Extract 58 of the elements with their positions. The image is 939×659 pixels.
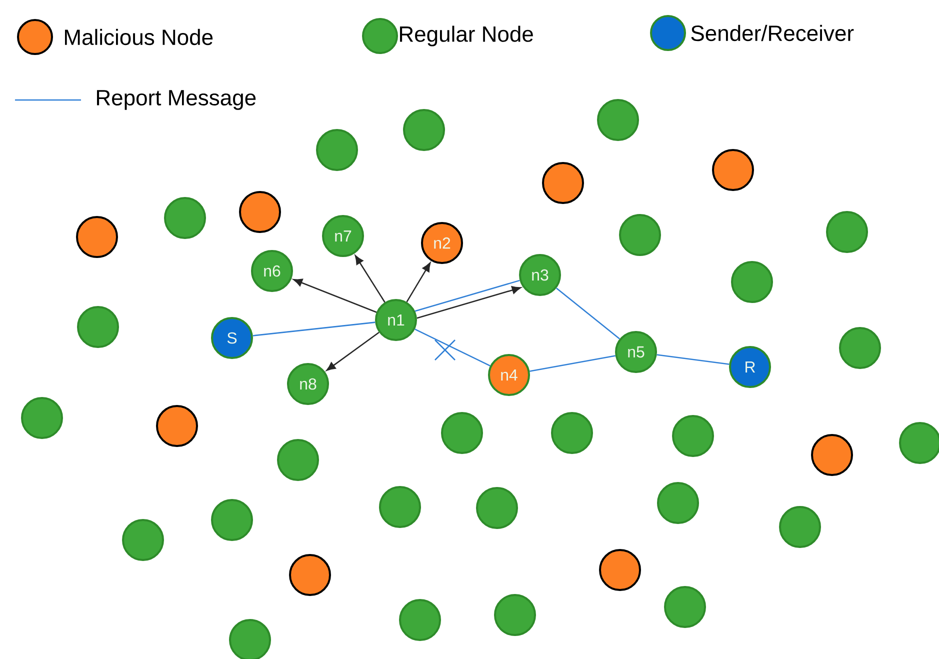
network-node [672,415,714,457]
network-node [731,261,773,303]
connector-line [530,355,616,372]
network-node [316,129,358,171]
network-node [229,619,271,659]
connector-line [414,328,490,366]
network-node [599,549,641,591]
network-node [811,434,853,476]
network-node [21,397,63,439]
network-node [76,216,118,258]
connector-line [414,280,520,312]
connector-line [556,288,620,340]
network-node: n5 [615,331,657,373]
network-node [826,211,868,253]
network-node [779,506,821,548]
arrow [354,255,386,303]
network-node [712,149,754,191]
network-node: R [729,346,771,388]
arrow [416,286,522,319]
network-node: n8 [287,363,329,405]
network-node [239,191,281,233]
connector-line [252,322,376,336]
network-node [403,109,445,151]
network-node: n2 [421,222,463,264]
legend-label: Malicious Node [65,28,213,46]
arrow [293,278,377,313]
network-node [379,486,421,528]
network-node [441,412,483,454]
network-node [156,405,198,447]
legend-label: Report Message [97,90,256,110]
network-node [77,306,119,348]
network-node: n4 [488,354,530,396]
network-node [122,519,164,561]
network-node [899,422,939,464]
connector-line [656,354,730,365]
network-node: n7 [322,215,364,257]
network-node [277,439,319,481]
network-node [657,482,699,524]
network-node [289,554,331,596]
network-node [164,197,206,239]
network-node [399,599,441,641]
network-node [542,162,584,204]
network-node [619,214,661,256]
network-node [839,327,881,369]
network-node: n6 [251,250,293,292]
arrow [406,262,431,302]
network-node [211,499,253,541]
arrow [326,332,380,371]
network-node: S [211,317,253,359]
network-node [597,99,639,141]
network-node: n3 [519,254,561,296]
network-node: n1 [375,299,417,341]
network-node [551,412,593,454]
network-node [664,586,706,628]
network-node [494,594,536,636]
legend-label: Regular Node [400,26,533,46]
network-node [476,487,518,529]
legend-label: Sender/Receiver [691,24,854,42]
